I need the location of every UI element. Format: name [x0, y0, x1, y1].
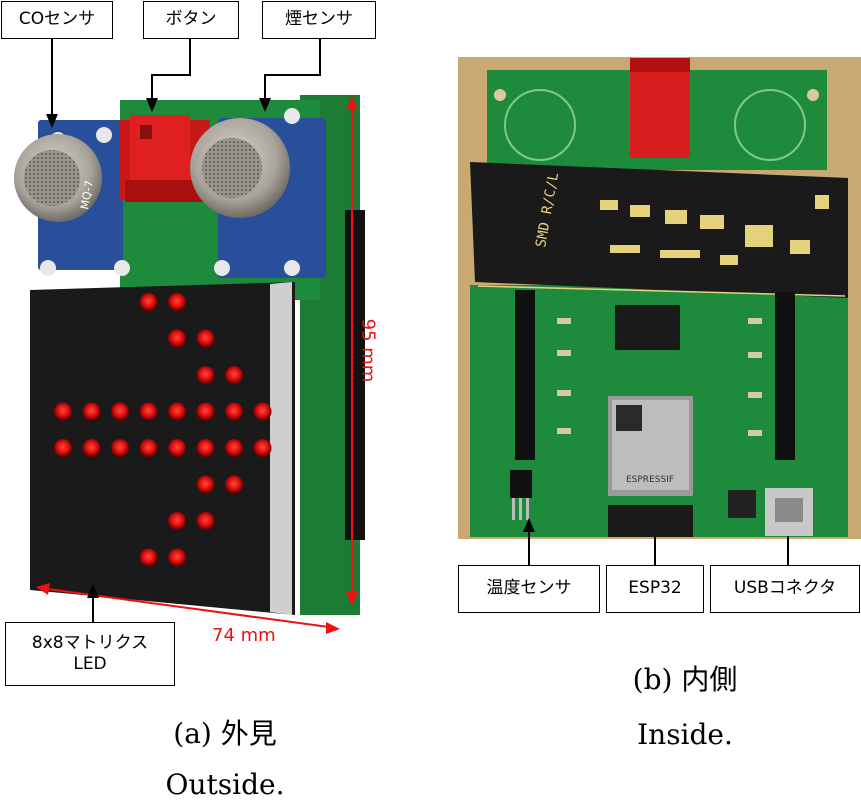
led-dot	[139, 548, 158, 567]
led-dot	[139, 402, 158, 421]
led-dot	[82, 439, 101, 457]
co-sensor-module: MQ-7	[14, 120, 130, 276]
callout-esp32: ESP32	[606, 565, 704, 613]
esp32-antenna-slot	[608, 505, 693, 537]
caption-inside-en: Inside.	[637, 718, 733, 751]
callout-co-sensor: COセンサ	[1, 1, 113, 39]
led-dot	[196, 439, 215, 457]
led-dot	[253, 402, 272, 421]
led-dot	[111, 439, 129, 457]
left-pin-header	[515, 290, 535, 460]
caption-outside-ja: (a) 外見	[173, 717, 277, 750]
pcb-ruler: SMD R/C/L	[470, 162, 848, 298]
led-dot	[82, 402, 101, 421]
led-dot	[139, 293, 158, 311]
resistors	[557, 318, 762, 436]
callout-temp-sensor: 温度センサ	[458, 565, 600, 613]
button-component	[120, 115, 210, 202]
height-dimension-label: 95 mm	[357, 318, 379, 383]
led-matrix	[30, 282, 295, 615]
led-dot	[253, 439, 272, 457]
height-dimension	[346, 96, 358, 606]
width-dimension-label: 74 mm	[212, 625, 276, 646]
temperature-sensor	[510, 470, 532, 520]
led-dot	[168, 402, 186, 421]
led-dot	[225, 439, 243, 457]
led-dot	[196, 402, 215, 421]
led-dot	[225, 402, 243, 421]
callout-led-matrix-line1: 8x8マトリクス	[31, 632, 149, 653]
led-dot	[54, 402, 72, 421]
co-sensor-marking: MQ-7	[78, 179, 96, 210]
led-dot	[139, 439, 158, 457]
inside-button	[630, 58, 690, 158]
esp32-marking: ESPRESSIF	[626, 475, 674, 485]
callout-led-matrix: 8x8マトリクス LED	[5, 622, 175, 686]
led-dot	[196, 329, 215, 348]
callout-led-matrix-line2: LED	[73, 654, 107, 674]
led-dot	[168, 293, 186, 311]
device-back-pcb	[300, 95, 365, 615]
usb-connector	[765, 488, 813, 536]
led-dot	[196, 512, 215, 530]
callout-smoke-sensor: 煙センサ	[262, 1, 376, 39]
callout-button: ボタン	[143, 1, 239, 39]
led-dot	[111, 402, 129, 421]
ic-chip	[615, 305, 680, 350]
callout-usb: USBコネクタ	[710, 565, 860, 613]
led-dot	[196, 475, 215, 494]
led-dot	[196, 366, 215, 384]
esp32-module: ESPRESSIF	[608, 396, 693, 496]
caption-inside-ja: (b) 内側	[632, 663, 738, 696]
smoke-sensor-module	[190, 108, 326, 278]
led-dot	[168, 439, 186, 457]
led-dot	[168, 512, 186, 530]
led-dot	[54, 439, 72, 457]
right-pin-header	[775, 292, 795, 460]
tact-switch	[728, 490, 756, 518]
caption-outside-en: Outside.	[165, 768, 285, 801]
led-dot	[168, 548, 186, 567]
led-dot	[168, 329, 186, 348]
led-dot	[225, 475, 243, 494]
led-dot	[225, 366, 243, 384]
